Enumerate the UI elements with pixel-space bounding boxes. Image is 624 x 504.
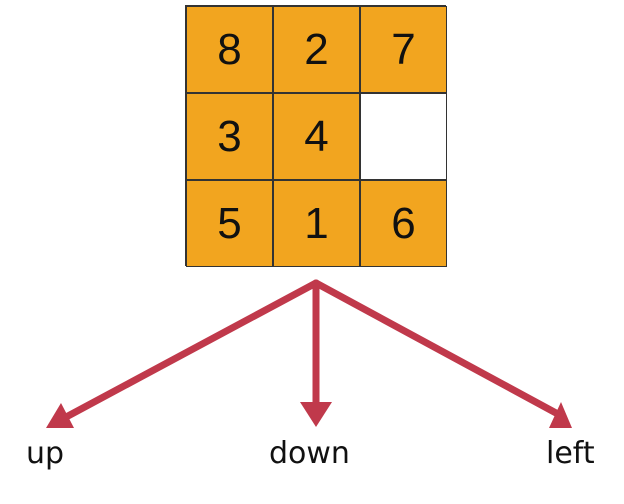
empty-tile <box>360 93 447 180</box>
tile-r1c2: 2 <box>273 6 360 93</box>
tile-r1c1: 8 <box>186 6 273 93</box>
tile-r1c3: 7 <box>360 6 447 93</box>
tile-r3c1: 5 <box>186 180 273 267</box>
puzzle-board: 8 2 7 3 4 5 1 6 <box>185 5 447 267</box>
move-label-up: up <box>26 436 65 471</box>
tile-r3c3: 6 <box>360 180 447 267</box>
move-label-down: down <box>269 436 350 471</box>
arrow-down <box>300 279 332 427</box>
arrow-up <box>46 279 320 428</box>
tile-r2c2: 4 <box>273 93 360 180</box>
move-label-left: left <box>546 436 595 471</box>
tile-r3c2: 1 <box>273 180 360 267</box>
tile-r2c1: 3 <box>186 93 273 180</box>
arrow-left <box>312 279 572 428</box>
